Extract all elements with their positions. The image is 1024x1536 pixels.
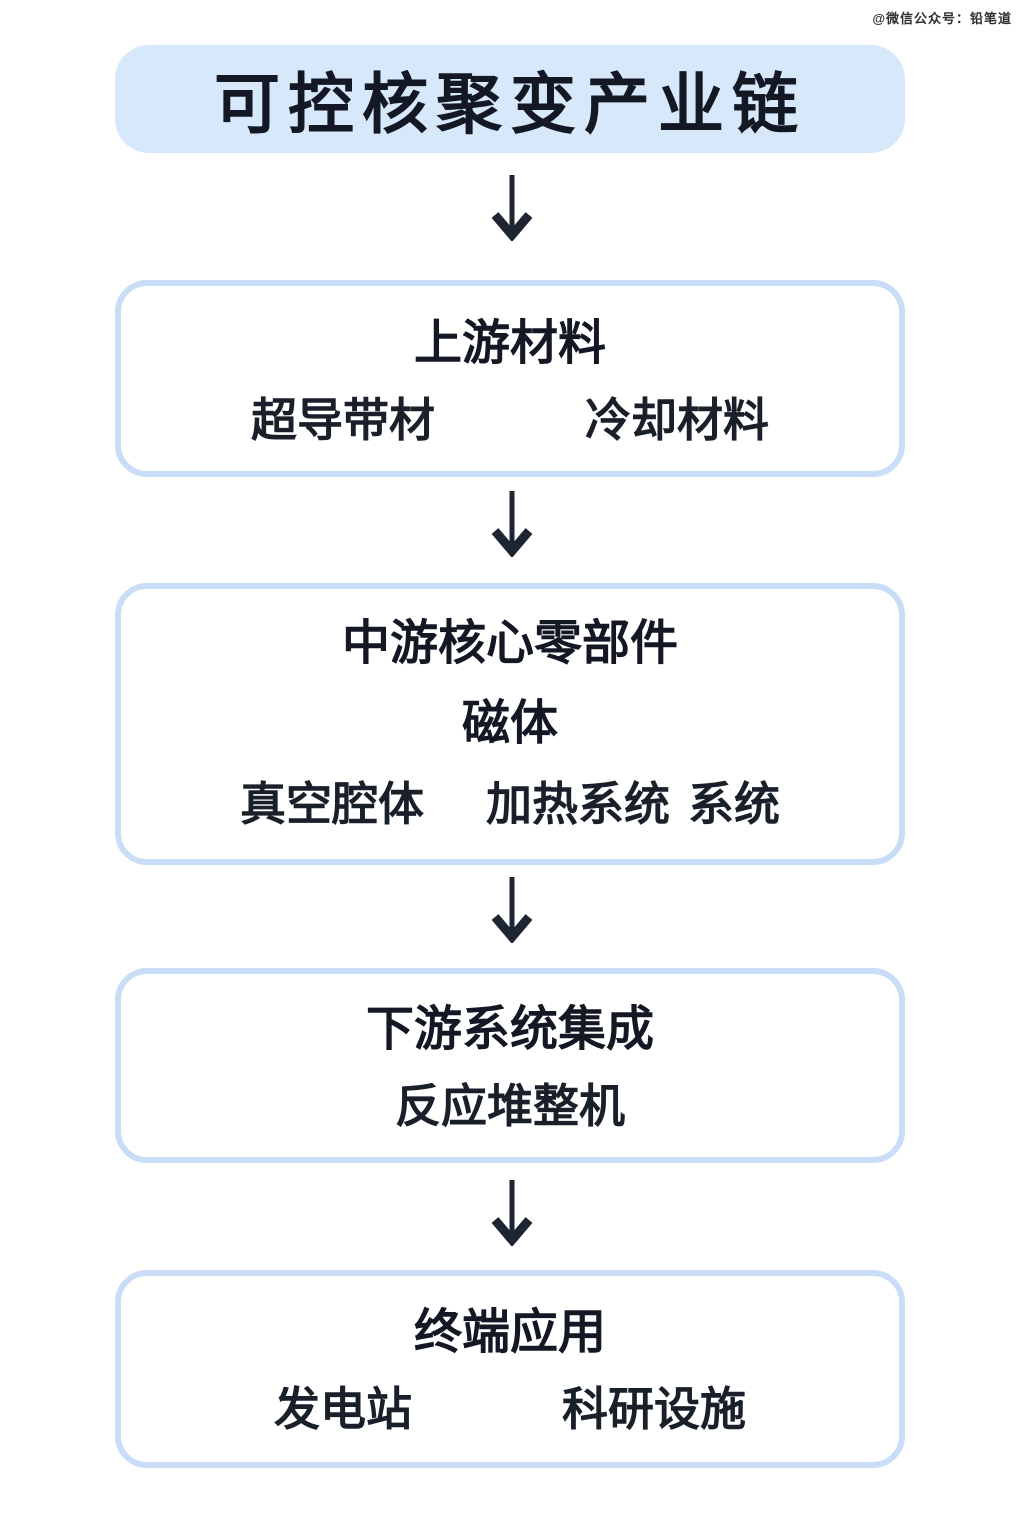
stage-title-terminal: 终端应用 (413, 1306, 606, 1359)
stage-box-upstream: 上游材料 超导带材 冷却材料 (115, 280, 905, 477)
stage-title-downstream: 下游系统集成 (365, 1002, 654, 1056)
stage-title-midstream: 中游核心零部件 (341, 617, 678, 670)
stage-box-downstream: 下游系统集成 反应堆整机 (115, 968, 905, 1163)
stage-item: 超导带材 (251, 393, 435, 446)
stage-items-row: 发电站 科研设施 (274, 1380, 746, 1438)
watermark-text: @微信公众号：铅笔道 (872, 11, 1012, 26)
stage-box-midstream: 中游核心零部件 磁体 真空腔体 加热系统 系统 (115, 583, 905, 865)
down-arrow-icon (490, 173, 534, 241)
stage-items-row: 超导带材 冷却材料 (251, 391, 769, 449)
page-title: 可控核聚变产业链 (214, 67, 806, 141)
down-arrow-icon (490, 489, 534, 557)
stage-item: 科研设施 (562, 1383, 746, 1435)
stage-box-terminal: 终端应用 发电站 科研设施 (115, 1270, 905, 1468)
main-title-box: 可控核聚变产业链 (115, 45, 905, 153)
stage-item: 冷却材料 (585, 393, 769, 446)
stage-item: 反应堆整机 (395, 1079, 625, 1132)
stage-items-row: 反应堆整机 (395, 1077, 625, 1135)
stage-subtitle-magnet: 磁体 (461, 697, 558, 750)
stage-items-row: 真空腔体 加热系统 系统 (240, 775, 780, 833)
stage-item: 系统 (688, 778, 780, 830)
down-arrow-icon (490, 875, 534, 943)
stage-title-upstream: 上游材料 (413, 316, 606, 370)
down-arrow-icon (490, 1178, 534, 1246)
stage-item: 真空腔体 (240, 778, 424, 830)
stage-item: 加热系统 (486, 778, 670, 830)
stage-item: 发电站 (274, 1383, 412, 1435)
